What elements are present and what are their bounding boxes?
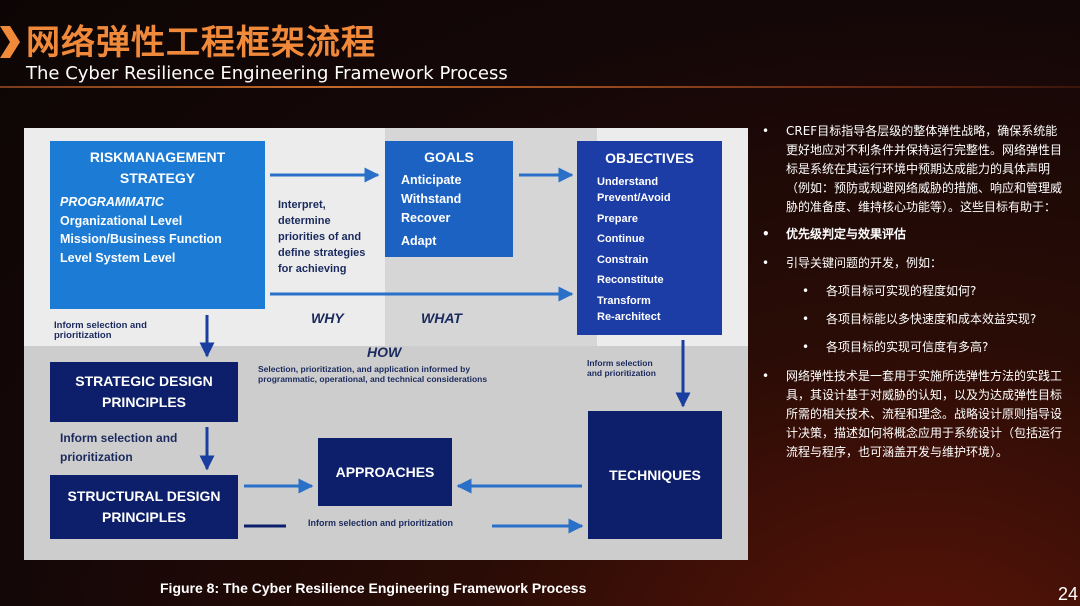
bullet-icon: • [762,124,770,138]
inform-line: Inform selection and [60,431,178,445]
goals-title: GOALS [424,149,474,165]
goal-item: Adapt [401,234,437,248]
sub-bullet-item: • 各项目标可实现的程度如何? [756,282,1068,301]
figure-caption: Figure 8: The Cyber Resilience Engineeri… [160,580,587,596]
selection-note: Selection, prioritization, and applicati… [258,364,487,384]
bullet-text: 各项目标能以多快速度和成本效益实现? [826,312,1037,326]
strategic-line: PRINCIPLES [101,394,186,410]
goal-item: Recover [401,211,451,225]
page-number: 24 [1058,584,1079,604]
goal-item: Withstand [401,192,462,206]
risk-system: Level System Level [60,250,176,265]
goal-item: Anticipate [401,173,462,187]
why-label: WHY [311,310,344,326]
bullet-icon: • [762,227,770,241]
inform-line: prioritization [60,450,133,464]
selection-line: Selection, prioritization, and applicati… [258,364,471,374]
bullet-text: CREF目标指导各层级的整体弹性战略，确保系统能更好地应对不利条件并保持运行完整… [786,124,1063,214]
inform-line: Inform selection and [54,320,147,331]
objective-item: Prevent/Avoid [597,192,671,204]
objectives-title: OBJECTIVES [605,150,694,166]
sub-bullet-item: • 各项目标能以多快速度和成本效益实现? [756,310,1068,329]
interpret-line: priorities of and [278,231,362,243]
framework-diagram: RISKMANAGEMENT STRATEGY PROGRAMMATIC Org… [24,128,748,560]
interpret-label: Interpret, determine priorities of and d… [278,197,382,277]
inform-left-label: Inform selection and prioritization [54,321,147,341]
bullet-icon: • [802,284,810,298]
selection-line: programmatic, operational, and technical… [258,374,488,384]
techniques-box: TECHNIQUES [588,411,722,539]
goals-box: GOALS Anticipate Withstand Recover Adapt [385,141,513,257]
objective-item: Re-architect [597,310,661,323]
objective-item: Prepare [597,212,638,225]
inform-line: prioritization [54,330,112,341]
bullet-text: 各项目标的实现可信度有多高? [826,340,989,354]
inform-line: and prioritization [587,368,656,378]
strategic-line: STRATEGIC DESIGN [75,373,213,389]
bullet-item: • CREF目标指导各层级的整体弹性战略，确保系统能更好地应对不利条件并保持运行… [756,122,1068,217]
objective-item: Transform [597,294,651,307]
flow-arrows [199,167,691,534]
bullet-text: 网络弹性技术是一套用于实施所选弹性方法的实践工具，其设计基于对威胁的认知，以及为… [786,369,1063,459]
bullet-text: 优先级判定与效果评估 [786,227,907,241]
inform-right-label: Inform selection and prioritization [587,358,656,378]
bullet-text: 引导关键问题的开发，例如： [786,256,943,270]
header-divider [0,86,1080,88]
risk-title-line1: RISKMANAGEMENT [89,149,226,165]
how-label: HOW [367,344,402,360]
bullet-item: • 引导关键问题的开发，例如： [756,254,1068,273]
bullet-item: • 网络弹性技术是一套用于实施所选弹性方法的实践工具，其设计基于对威胁的认知，以… [756,367,1068,462]
interpret-line: Interpret, [278,199,326,211]
bullet-icon: • [802,312,810,326]
interpret-line: determine [278,215,331,227]
bullet-item: • 优先级判定与效果评估 [756,225,1068,244]
what-label: WHAT [421,310,462,326]
risk-title-line2: STRATEGY [119,170,196,186]
bullet-icon: • [762,256,770,270]
structural-design-principles-box: STRUCTURAL DESIGN PRINCIPLES [50,475,238,539]
bullet-text: 各项目标可实现的程度如何? [826,284,977,298]
objectives-box: OBJECTIVES Understand Prevent/Avoid Prep… [577,141,722,335]
interpret-line: for achieving [278,263,347,275]
objective-item: Constrain [597,253,649,266]
inform-mid-label: Inform selection and prioritization [60,429,177,467]
structural-line: PRINCIPLES [101,509,186,525]
objective-item: Understand [597,176,659,188]
interpret-line: define strategies [278,247,366,259]
approaches-box: APPROACHES [318,438,452,506]
risk-management-strategy-box: RISKMANAGEMENT STRATEGY PROGRAMMATIC Org… [50,141,265,309]
bullet-icon: • [802,340,810,354]
risk-mission: Mission/Business Function [60,232,222,246]
structural-line: STRUCTURAL DESIGN [67,488,221,504]
risk-programmatic: PROGRAMMATIC [60,195,164,209]
sub-bullet-item: • 各项目标的实现可信度有多高? [756,338,1068,357]
inform-line: Inform selection [587,358,653,368]
page-subtitle: The Cyber Resilience Engineering Framewo… [26,63,508,84]
inform-bottom-label: Inform selection and prioritization [308,518,454,528]
strategic-design-principles-box: STRATEGIC DESIGN PRINCIPLES [50,362,238,422]
risk-organizational: Organizational Level [60,213,183,228]
objective-item: Continue [597,233,645,245]
bullet-icon: • [762,369,770,383]
header-chevron-icon [0,26,20,58]
bullet-list: • CREF目标指导各层级的整体弹性战略，确保系统能更好地应对不利条件并保持运行… [756,120,1068,462]
page-title: 网络弹性工程框架流程 [26,23,376,63]
objective-item: Reconstitute [597,274,664,286]
